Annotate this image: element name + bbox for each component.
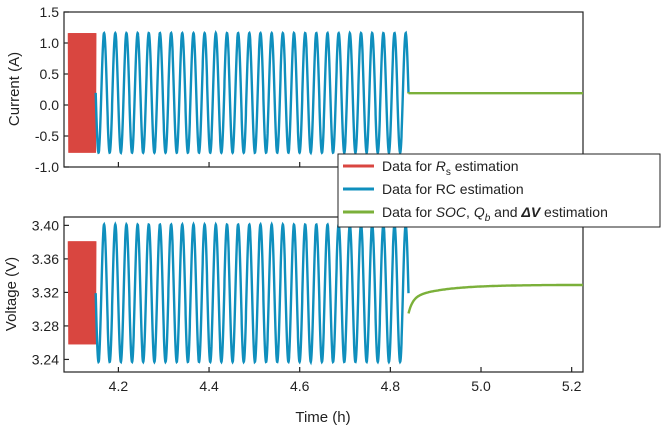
y-tick-label: 1.0 [40, 35, 60, 51]
legend-box [337, 153, 661, 228]
current-panel: 1.5 1.0 0.5 0.0 -0.5 -1.0 Current (A) [6, 4, 584, 175]
voltage-panel: 3.40 3.36 3.32 3.28 3.24 4.2 4.4 4.6 4.8 5.0 5.2 V… [3, 216, 584, 426]
series-rc-line [94, 29, 410, 156]
voltage-series [67, 220, 583, 366]
current-series [67, 29, 583, 156]
voltage-y-axis-label: Voltage (V) [3, 257, 20, 331]
y-tick-label: 0.5 [40, 66, 60, 82]
current-y-axis-label: Current (A) [6, 52, 23, 126]
x-tick-label: 4.4 [199, 378, 219, 394]
x-tick-label: 5.0 [471, 378, 491, 394]
legend-entry-rc: Data for RC estimation [382, 181, 524, 197]
y-tick-label: -1.0 [35, 159, 59, 175]
y-tick-label: 0.0 [40, 97, 60, 113]
voltage-plot-frame [63, 216, 584, 373]
x-tick-label: 4.6 [290, 378, 310, 394]
series-soc-line [407, 283, 583, 314]
legend-entry-soc: Data for SOC, Qb and ΔV estimation [382, 204, 608, 224]
series-rs-line [67, 241, 97, 345]
series-rc-line [94, 220, 410, 366]
legend: Data for Rs estimation Data for RC estim… [337, 153, 661, 228]
y-tick-label: 3.28 [32, 318, 59, 334]
x-tick-label: 4.2 [109, 378, 129, 394]
legend-entry-rs: Data for Rs estimation [382, 158, 519, 178]
current-plot-frame [63, 11, 584, 168]
series-rs-line [67, 33, 97, 153]
x-tick-label: 4.8 [381, 378, 401, 394]
y-tick-label: 3.32 [32, 284, 59, 300]
x-tick-label: 5.2 [562, 378, 582, 394]
y-tick-label: 3.36 [32, 251, 59, 267]
y-tick-label: -0.5 [35, 128, 59, 144]
time-x-axis-label: Time (h) [295, 409, 350, 426]
voltage-ticks: 3.40 3.36 3.32 3.28 3.24 4.2 4.4 4.6 4.8 5.0 5.2 [32, 217, 582, 394]
y-tick-label: 3.40 [32, 217, 59, 233]
y-tick-label: 3.24 [32, 351, 59, 367]
y-tick-label: 1.5 [40, 4, 60, 20]
